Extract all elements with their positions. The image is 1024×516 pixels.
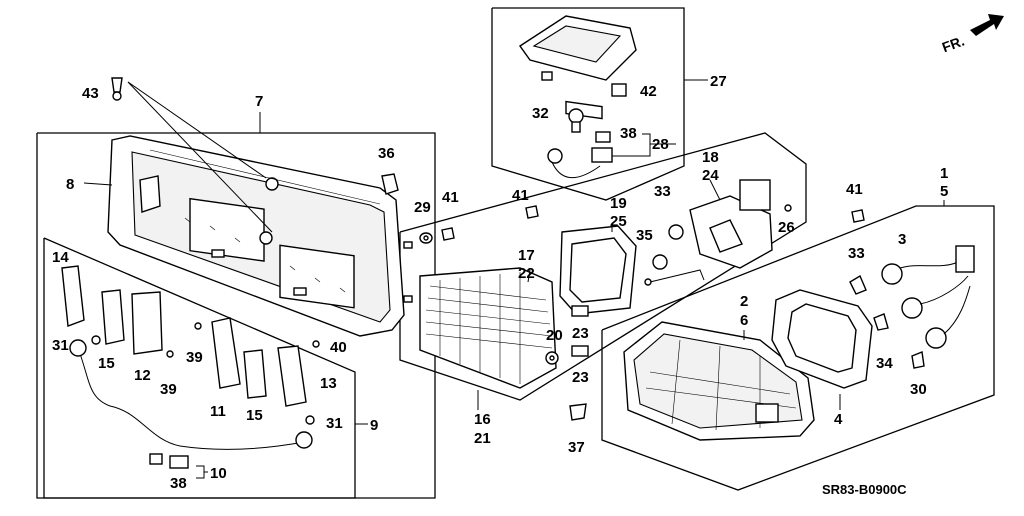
- high-mount-light: [519, 15, 637, 179]
- callout-16: 16: [474, 411, 491, 428]
- callout-19: 19: [610, 195, 627, 212]
- callout-33b: 33: [848, 245, 865, 262]
- callout-24: 24: [702, 167, 719, 184]
- callout-7: 7: [255, 93, 263, 110]
- garnish-panel-8: [107, 135, 413, 337]
- washer-29: [419, 232, 433, 244]
- callout-1: 1: [940, 165, 948, 182]
- callout-28: 28: [652, 136, 669, 153]
- callout-21: 21: [474, 430, 491, 447]
- callout-41a: 41: [442, 189, 459, 206]
- callout-23a: 23: [572, 325, 589, 342]
- socket-harness-3: [849, 209, 975, 369]
- leader-lines-9: [196, 423, 368, 479]
- license-light-parts: [61, 265, 320, 469]
- callout-39b: 39: [160, 381, 177, 398]
- callout-9: 9: [370, 417, 378, 434]
- callout-5: 5: [940, 183, 948, 200]
- callout-38a: 38: [620, 125, 637, 142]
- inner-lamp-16: [419, 267, 557, 389]
- callout-30: 30: [910, 381, 927, 398]
- callout-25: 25: [610, 213, 627, 230]
- callout-6: 6: [740, 312, 748, 329]
- callout-34: 34: [876, 355, 893, 372]
- callout-12: 12: [134, 367, 151, 384]
- gasket-4: [771, 289, 873, 389]
- callout-8: 8: [66, 176, 74, 193]
- callout-10: 10: [210, 465, 227, 482]
- callout-31a: 31: [52, 337, 69, 354]
- callout-41b: 41: [512, 187, 529, 204]
- callout-11: 11: [210, 403, 226, 420]
- front-direction-arrow: [970, 14, 1004, 36]
- callout-32: 32: [532, 105, 549, 122]
- diagram-code: SR83-B0900C: [822, 482, 907, 497]
- callout-20: 20: [546, 327, 563, 344]
- callout-3: 3: [898, 231, 906, 248]
- callout-15b: 15: [246, 407, 263, 424]
- clip-43: [111, 77, 123, 101]
- callout-18: 18: [702, 149, 719, 166]
- gasket-19: [559, 225, 637, 315]
- callout-38b: 38: [170, 475, 187, 492]
- small-parts-16: [525, 204, 792, 421]
- callout-27: 27: [710, 73, 727, 90]
- group-frame-16: [399, 132, 807, 401]
- leader-lines-16: [477, 179, 721, 410]
- callout-4: 4: [834, 411, 843, 428]
- callout-15a: 15: [98, 355, 115, 372]
- group-frame-9: [43, 237, 356, 499]
- leader-lines-7: [83, 81, 273, 233]
- socket-18: [689, 179, 773, 269]
- callout-37: 37: [568, 439, 585, 456]
- callout-2: 2: [740, 293, 748, 310]
- leader-lines-1: [743, 200, 945, 410]
- nut-41-left: [441, 227, 455, 241]
- callout-40: 40: [330, 339, 347, 356]
- group-frame-7: [36, 132, 436, 499]
- direction-label: FR.: [940, 33, 967, 56]
- callout-43: 43: [82, 85, 99, 102]
- callout-23b: 23: [572, 369, 589, 386]
- callout-41c: 41: [846, 181, 863, 198]
- callout-29: 29: [414, 199, 431, 216]
- callout-31b: 31: [326, 415, 343, 432]
- group-frame-1: [601, 205, 995, 491]
- leader-lines-27: [612, 79, 708, 157]
- callout-13: 13: [320, 375, 337, 392]
- tail-lamp-2: [623, 321, 815, 441]
- callout-14: 14: [52, 249, 69, 266]
- callout-39a: 39: [186, 349, 203, 366]
- callout-35: 35: [636, 227, 653, 244]
- group-frame-27: [491, 7, 685, 201]
- callout-33a: 33: [654, 183, 671, 200]
- callout-22: 22: [518, 265, 535, 282]
- callout-17: 17: [518, 247, 535, 264]
- callout-42: 42: [640, 83, 657, 100]
- clip-36: [381, 173, 399, 195]
- callout-36: 36: [378, 145, 395, 162]
- callout-26: 26: [778, 219, 795, 236]
